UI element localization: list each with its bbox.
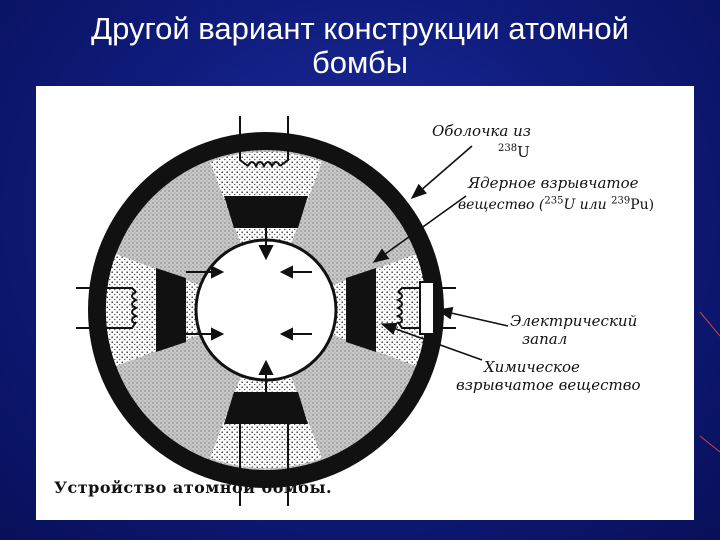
label-chemical: Химическое взрывчатое вещество [456, 358, 641, 394]
label-shell-text: Оболочка из [432, 122, 531, 140]
slide-title-line1: Другой вариант конструкции атомной [91, 11, 629, 46]
label-nuclear-pu-mass: 239 [611, 195, 631, 206]
label-detonator-line1: Электрический [510, 312, 638, 330]
diagram-caption: Устройство атомной бомбы. [54, 478, 333, 497]
label-nuclear-line1: Ядерное взрывчатое [468, 174, 639, 192]
label-detonator: Электрический запал [510, 312, 637, 348]
slide-title-line2: бомбы [312, 45, 408, 80]
slide-title: Другой вариант конструкции атомной бомбы [0, 12, 720, 80]
label-nuclear-line2: вещество (235U или 239Pu) [458, 195, 655, 213]
diagram-panel: Оболочка из 238U Ядерное взрывчатое веще… [36, 86, 694, 520]
leader-arrows [372, 145, 509, 361]
label-nuclear: Ядерное взрывчатое вещество (235U или 23… [458, 174, 654, 214]
label-nuclear-u-mass: 235 [544, 195, 564, 206]
charge-blocks [156, 196, 376, 424]
bomb-diagram [76, 116, 509, 506]
label-shell: Оболочка из 238U [432, 122, 531, 161]
label-nuclear-prefix: вещество ( [458, 196, 545, 213]
label-detonator-line2: запал [522, 330, 568, 348]
detonator-wires [76, 116, 456, 506]
label-shell-isotope-mass: 238 [498, 143, 518, 154]
implosion-arrows [186, 214, 312, 406]
label-shell-isotope-symbol: U [517, 143, 530, 161]
label-nuclear-pu-symbol: Pu) [630, 196, 655, 213]
external-detonator [419, 281, 435, 335]
detonator-coils [131, 161, 403, 415]
label-chemical-line1: Химическое [484, 358, 580, 376]
label-shell-isotope: 238U [498, 143, 530, 161]
label-chemical-line2: взрывчатое вещество [456, 376, 641, 394]
label-nuclear-u-symbol: U или [563, 196, 607, 213]
